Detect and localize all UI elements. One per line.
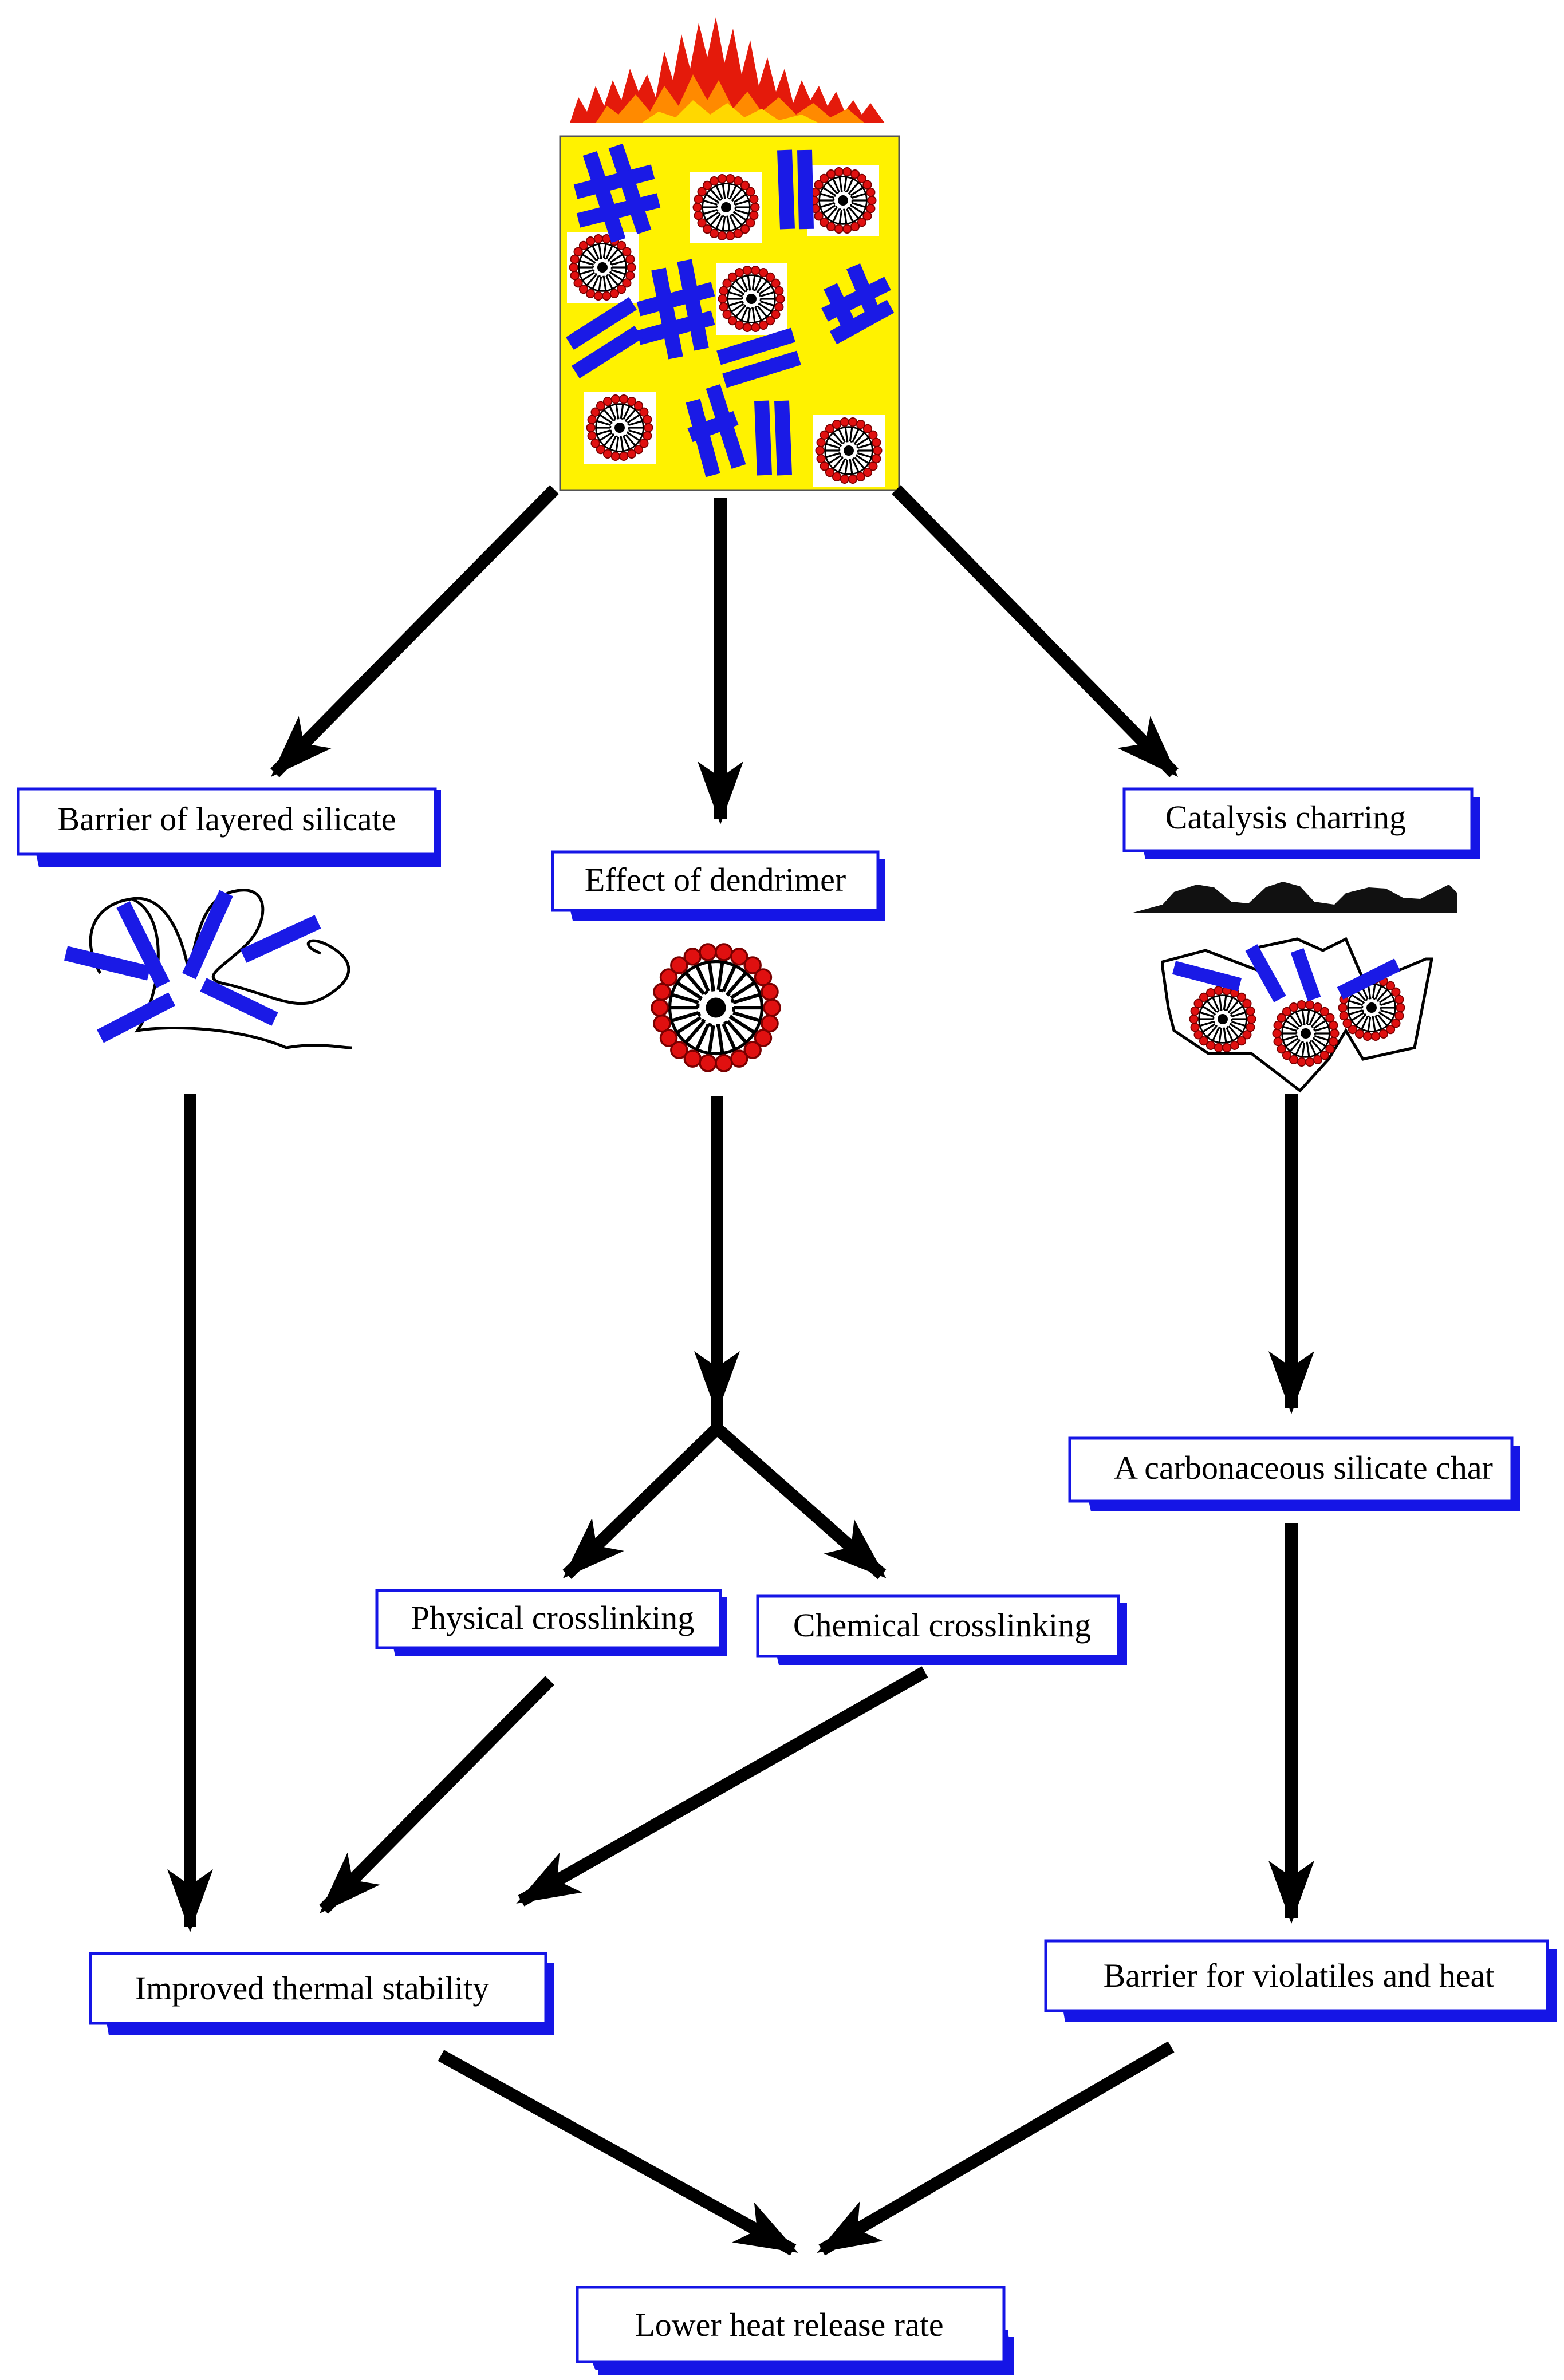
silicate-layer-icon [566, 143, 895, 477]
arrow-matrix-to-barrier [270, 485, 559, 777]
node-improved-thermal-stability: Improved thermal stability [89, 1952, 554, 2035]
label-boxes: Barrier of layered silicate Effect of de… [17, 787, 1557, 2375]
node-barrier-volatiles-heat: Barrier for violatiles and heat [1044, 1939, 1557, 2022]
node-lower-heat-release: Lower heat release rate [576, 2286, 1014, 2375]
node-carbonaceous-char: A carbonaceous silicate char [1068, 1436, 1520, 1511]
node-lower-heat-release-text: Lower heat release rate [635, 2306, 943, 2343]
arrow-matrix-to-charring [892, 485, 1179, 777]
dendrimer-icon [652, 944, 780, 1071]
arrow-barrier-to-lower [817, 2041, 1175, 2256]
node-effect-dendrimer: Effect of dendrimer [551, 850, 885, 921]
node-barrier-silicate: Barrier of layered silicate [17, 787, 441, 867]
polymer-nanocomposite-matrix [559, 135, 900, 491]
exfoliated-silicate-illustration [64, 889, 353, 1049]
node-carbonaceous-char-text: A carbonaceous silicate char [1114, 1449, 1493, 1486]
flame-icon [570, 17, 885, 123]
node-chemical-crosslinking: Chemical crosslinking [756, 1594, 1127, 1665]
node-improved-thermal-stability-text: Improved thermal stability [135, 1969, 490, 2007]
node-catalysis-charring: Catalysis charring [1122, 787, 1480, 859]
arrow-physical-to-stability [319, 1676, 554, 1914]
arrow-to-physical [562, 1424, 722, 1579]
char-layer-icon [1131, 882, 1457, 913]
flow-arrows [167, 485, 1314, 2256]
arrow-chemical-to-stability [516, 1666, 928, 1907]
node-effect-dendrimer-text: Effect of dendrimer [585, 861, 846, 898]
node-chemical-crosslinking-text: Chemical crosslinking [793, 1607, 1091, 1644]
silicate-char-illustration [1161, 937, 1434, 1093]
node-barrier-silicate-text: Barrier of layered silicate [58, 800, 396, 838]
arrow-to-chemical [712, 1423, 887, 1580]
arrow-stability-to-lower [438, 2050, 798, 2256]
node-physical-crosslinking-text: Physical crosslinking [411, 1599, 695, 1636]
node-catalysis-charring-text: Catalysis charring [1165, 799, 1406, 836]
node-barrier-volatiles-heat-text: Barrier for violatiles and heat [1104, 1957, 1495, 1994]
node-physical-crosslinking: Physical crosslinking [375, 1589, 727, 1656]
